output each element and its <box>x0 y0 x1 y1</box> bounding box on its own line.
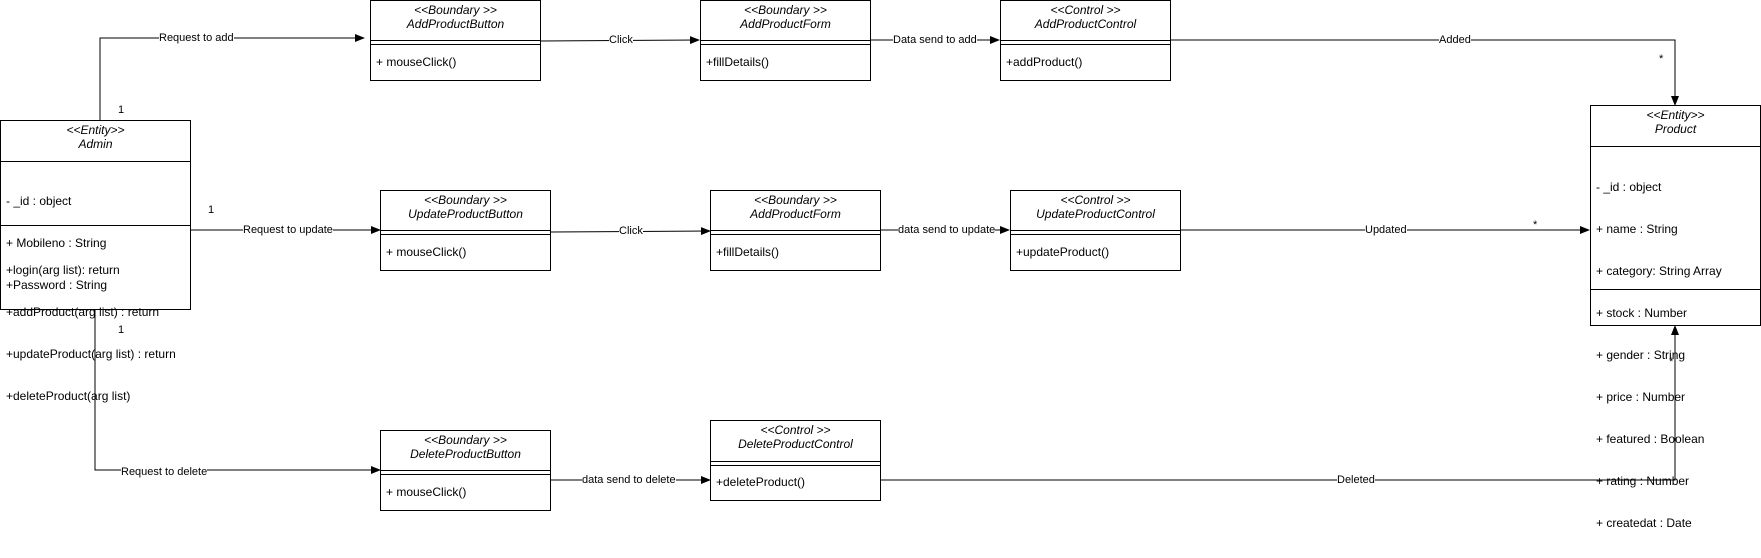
multiplicity-product-update: * <box>1533 219 1538 231</box>
update-control-stereotype: <<Control >> <box>1060 193 1131 207</box>
add-control-name: AddProductControl <box>1034 17 1137 31</box>
delete-button-name: DeleteProductButton <box>410 447 521 461</box>
update-product-form-class: <<Boundary >> AddProductForm +fillDetail… <box>710 190 881 271</box>
admin-class: <<Entity>> Admin - _id : object + Mobile… <box>0 120 191 403</box>
product-attribute: + name : String <box>1596 222 1678 236</box>
update-form-stereotype: <<Boundary >> <box>754 193 837 207</box>
product-attribute: + featured : Boolean <box>1596 432 1705 446</box>
add-control-operation: +addProduct() <box>1006 55 1083 69</box>
update-button-name: UpdateProductButton <box>408 207 523 221</box>
admin-attribute: - _id : object <box>6 194 72 208</box>
label-data-send-to-delete: data send to delete <box>582 474 676 487</box>
add-control-stereotype: <<Control >> <box>1050 3 1121 17</box>
admin-stereotype: <<Entity>> <box>66 123 125 137</box>
edge-deleted <box>880 325 1679 481</box>
product-attribute: + price : Number <box>1596 390 1686 404</box>
multiplicity-admin-update: 1 <box>208 204 215 216</box>
multiplicity-product-delete: * <box>1669 356 1674 368</box>
multiplicity-product-add: * <box>1659 53 1664 65</box>
admin-operation: +deleteProduct(arg list) <box>6 389 131 403</box>
edge-request-to-add <box>99 34 365 120</box>
label-click-add: Click <box>609 34 633 47</box>
add-product-control-class: <<Control >> AddProductControl +addProdu… <box>1000 0 1171 81</box>
admin-operation: +updateProduct(arg list) : return <box>6 347 176 361</box>
label-data-send-to-add: Data send to add <box>893 34 977 47</box>
edge-request-to-delete <box>94 310 381 474</box>
update-control-operation: +updateProduct() <box>1016 245 1110 259</box>
add-form-name: AddProductForm <box>740 17 831 31</box>
label-updated: Updated <box>1365 224 1407 237</box>
admin-attribute: +Password : String <box>6 278 108 292</box>
label-added: Added <box>1439 34 1471 47</box>
delete-product-button-class: <<Boundary >> DeleteProductButton + mous… <box>380 430 551 511</box>
admin-operation: +login(arg list): return <box>6 263 120 277</box>
delete-control-operation: +deleteProduct() <box>716 475 806 489</box>
update-product-button-class: <<Boundary >> UpdateProductButton + mous… <box>380 190 551 271</box>
admin-attributes: - _id : object + Mobileno : String +Pass… <box>6 166 187 320</box>
product-attribute: + category: String Array <box>1596 264 1722 278</box>
delete-product-control-class: <<Control >> DeleteProductControl +delet… <box>710 420 881 501</box>
product-attribute: - _id : object <box>1596 180 1662 194</box>
delete-control-stereotype: <<Control >> <box>760 423 831 437</box>
add-button-operation: + mouseClick() <box>376 55 457 69</box>
product-attribute: + createdat : Date <box>1596 516 1692 530</box>
product-attribute: + stock : Number <box>1596 306 1688 320</box>
product-attribute: + rating : Number <box>1596 474 1690 488</box>
label-deleted: Deleted <box>1337 474 1375 487</box>
add-button-stereotype: <<Boundary >> <box>414 3 497 17</box>
multiplicity-admin-delete: 1 <box>118 324 125 336</box>
update-button-stereotype: <<Boundary >> <box>424 193 507 207</box>
add-product-button-class: <<Boundary >> AddProductButton + mouseCl… <box>370 0 541 81</box>
add-form-operation: +fillDetails() <box>706 55 770 69</box>
label-data-send-to-update: data send to update <box>898 224 996 237</box>
product-class: <<Entity>> Product - _id : object + name… <box>1590 105 1761 530</box>
update-product-control-class: <<Control >> UpdateProductControl +updat… <box>1010 190 1181 271</box>
product-attributes: - _id : object + name : String + categor… <box>1596 152 1757 558</box>
delete-button-operation: + mouseClick() <box>386 485 467 499</box>
add-product-form-class: <<Boundary >> AddProductForm +fillDetail… <box>700 0 871 81</box>
update-button-operation: + mouseClick() <box>386 245 467 259</box>
admin-name: Admin <box>78 137 113 151</box>
update-control-name: UpdateProductControl <box>1036 207 1155 221</box>
add-button-name: AddProductButton <box>406 17 505 31</box>
label-request-to-delete: Request to delete <box>121 466 208 479</box>
delete-button-stereotype: <<Boundary >> <box>424 433 507 447</box>
label-request-to-update: Request to update <box>243 224 333 237</box>
product-name: Product <box>1654 122 1697 136</box>
update-form-name: AddProductForm <box>750 207 841 221</box>
add-form-stereotype: <<Boundary >> <box>744 3 827 17</box>
product-attribute: + gender : String <box>1596 348 1686 362</box>
product-stereotype: <<Entity>> <box>1646 108 1705 122</box>
edge-added <box>1170 39 1679 106</box>
update-form-operation: +fillDetails() <box>716 245 780 259</box>
multiplicity-admin-add: 1 <box>118 104 125 116</box>
delete-control-name: DeleteProductControl <box>738 437 853 451</box>
admin-attribute: + Mobileno : String <box>6 236 107 250</box>
admin-operation: +addProduct(arg list) : return <box>6 305 160 319</box>
label-request-to-add: Request to add <box>159 32 234 45</box>
label-click-update: Click <box>619 225 643 238</box>
admin-operations: +login(arg list): return +addProduct(arg… <box>6 235 187 431</box>
